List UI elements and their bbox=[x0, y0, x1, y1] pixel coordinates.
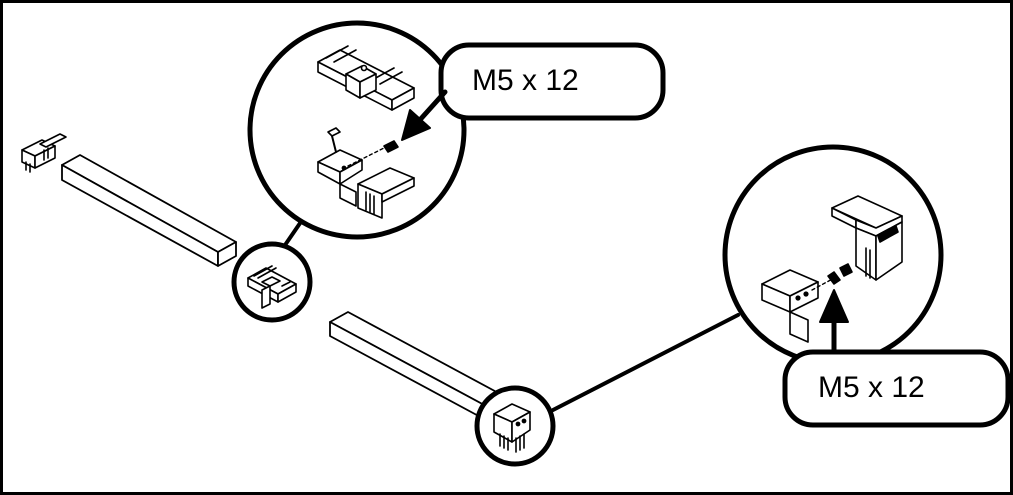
joint-circle-lower bbox=[474, 385, 556, 467]
detail-circle-upper bbox=[247, 20, 467, 240]
callout-label-lower: M5 x 12 bbox=[818, 371, 925, 404]
loose-end-bracket bbox=[21, 133, 67, 173]
callout-label-upper: M5 x 12 bbox=[472, 64, 579, 97]
callout-bubble-upper bbox=[401, 42, 666, 141]
upper-rail bbox=[61, 154, 237, 267]
lower-rail bbox=[329, 311, 505, 421]
leader-line-lower bbox=[551, 313, 740, 412]
detail-circle-lower bbox=[722, 144, 944, 366]
joint-circle-upper bbox=[231, 241, 313, 323]
callout-bubble-lower bbox=[782, 289, 1011, 428]
